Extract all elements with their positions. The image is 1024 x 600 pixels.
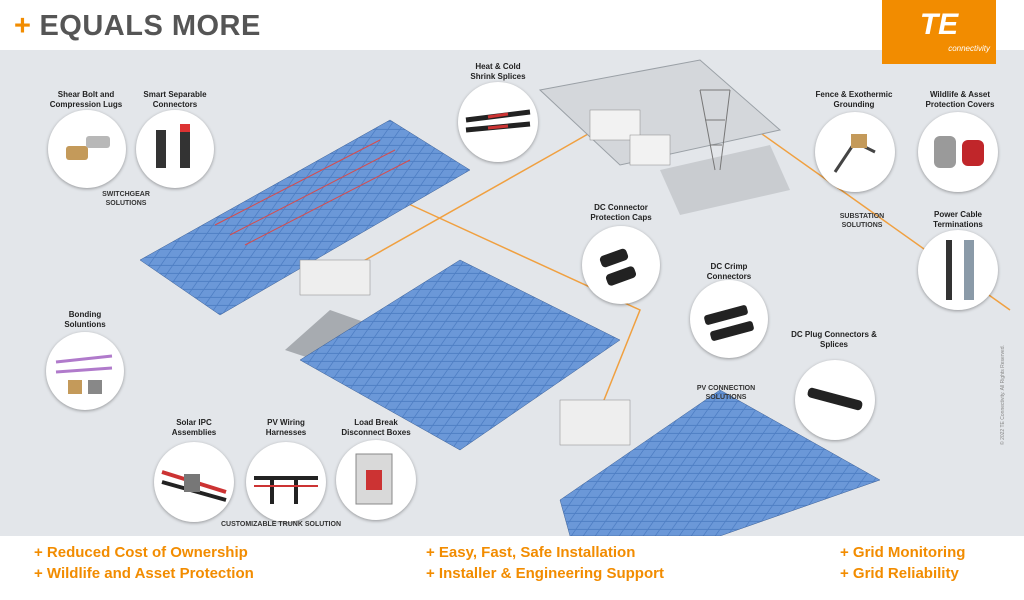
- bonding-jumper-icon: [55, 354, 113, 394]
- page-title: +EQUALS MORE: [14, 10, 261, 43]
- benefit-reduced-cost: + Reduced Cost of Ownership: [34, 544, 248, 561]
- protection-cover-icon: [934, 136, 984, 168]
- dc-plug-icon: [807, 387, 863, 411]
- separable-connector-icon: [156, 124, 190, 168]
- callout-smart-separable: Smart Separable Connectors: [143, 90, 207, 109]
- product-badge-fence-grounding: [815, 112, 895, 192]
- product-badge-load-break: [336, 440, 416, 520]
- benefit-grid-monitoring: + Grid Monitoring: [840, 544, 966, 561]
- callout-solar-ipc: Solar IPC Assemblies: [171, 418, 217, 437]
- callout-power-cable: Power Cable Terminations: [933, 210, 983, 229]
- callout-bonding: Bonding Soluntions: [64, 310, 106, 329]
- benefit-wildlife-protection: + Wildlife and Asset Protection: [34, 565, 254, 582]
- dc-cap-icon: [599, 248, 637, 286]
- callout-dc-crimp: DC Crimp Connectors: [706, 262, 752, 281]
- product-badge-solar-ipc: [154, 442, 234, 522]
- product-badge-dc-crimp: [690, 280, 768, 358]
- callout-wildlife-covers: Wildlife & Asset Protection Covers: [925, 90, 995, 109]
- callout-dc-caps: DC Connector Protection Caps: [590, 203, 652, 222]
- title-plus: +: [14, 10, 32, 42]
- benefit-grid-reliability: + Grid Reliability: [840, 565, 959, 582]
- callout-load-break: Load Break Disconnect Boxes: [341, 418, 411, 437]
- product-badge-power-cable: [918, 230, 998, 310]
- benefits-footer: + Reduced Cost of Ownership + Wildlife a…: [0, 536, 1024, 600]
- section-trunk: CUSTOMIZABLE TRUNK SOLUTION: [220, 521, 342, 528]
- callout-heat-cold: Heat & Cold Shrink Splices: [470, 62, 526, 81]
- logo-mark: TE: [919, 8, 959, 41]
- solar-array-bottom: [559, 389, 881, 536]
- substation: [538, 59, 790, 215]
- logo-subtitle: connectivity: [948, 44, 990, 53]
- disconnect-box-icon: [355, 453, 393, 505]
- product-badge-pv-wiring: [246, 442, 326, 522]
- section-switchgear: SWITCHGEAR SOLUTIONS: [102, 191, 150, 207]
- product-badge-shear-bolt: [48, 110, 126, 188]
- header: +EQUALS MORE: [0, 0, 1024, 50]
- product-badge-dc-caps: [582, 226, 660, 304]
- callout-fence-grounding: Fence & Exothermic Grounding: [815, 90, 893, 109]
- callout-shear-bolt: Shear Bolt and Compression Lugs: [49, 90, 123, 109]
- copyright-notice: © 2022 TE Connectivity. All Rights Reser…: [1000, 345, 1006, 445]
- solar-array-middle: [285, 259, 631, 451]
- callout-dc-plug: DC Plug Connectors & Splices: [791, 330, 877, 349]
- ipc-assembly-icon: [161, 470, 227, 502]
- section-substation: SUBSTATION SOLUTIONS: [839, 213, 885, 229]
- product-badge-dc-plug: [795, 360, 875, 440]
- callout-pv-wiring: PV Wiring Harnesses: [265, 418, 307, 437]
- crimp-connector-icon: [704, 305, 754, 341]
- cable-termination-icon: [946, 240, 974, 300]
- product-badge-bonding: [46, 332, 124, 410]
- wiring-harness-icon: [254, 476, 318, 504]
- product-badge-heat-cold: [458, 82, 538, 162]
- te-connectivity-logo: TE connectivity: [882, 0, 996, 64]
- grounding-clamp-icon: [833, 134, 876, 173]
- scene-illustration: [139, 59, 1011, 536]
- product-badge-smart-separable: [136, 110, 214, 188]
- solar-array-top: [139, 119, 471, 316]
- section-pv-connection: PV CONNECTION SOLUTIONS: [696, 385, 756, 401]
- benefit-easy-install: + Easy, Fast, Safe Installation: [426, 544, 636, 561]
- title-text: EQUALS MORE: [39, 10, 261, 42]
- product-badge-wildlife-covers: [918, 112, 998, 192]
- compression-lug-icon: [66, 136, 110, 160]
- solar-farm-scene: Shear Bolt and Compression Lugs Smart Se…: [0, 50, 1024, 536]
- benefit-installer-support: + Installer & Engineering Support: [426, 565, 664, 582]
- shrink-splice-icon: [465, 109, 531, 133]
